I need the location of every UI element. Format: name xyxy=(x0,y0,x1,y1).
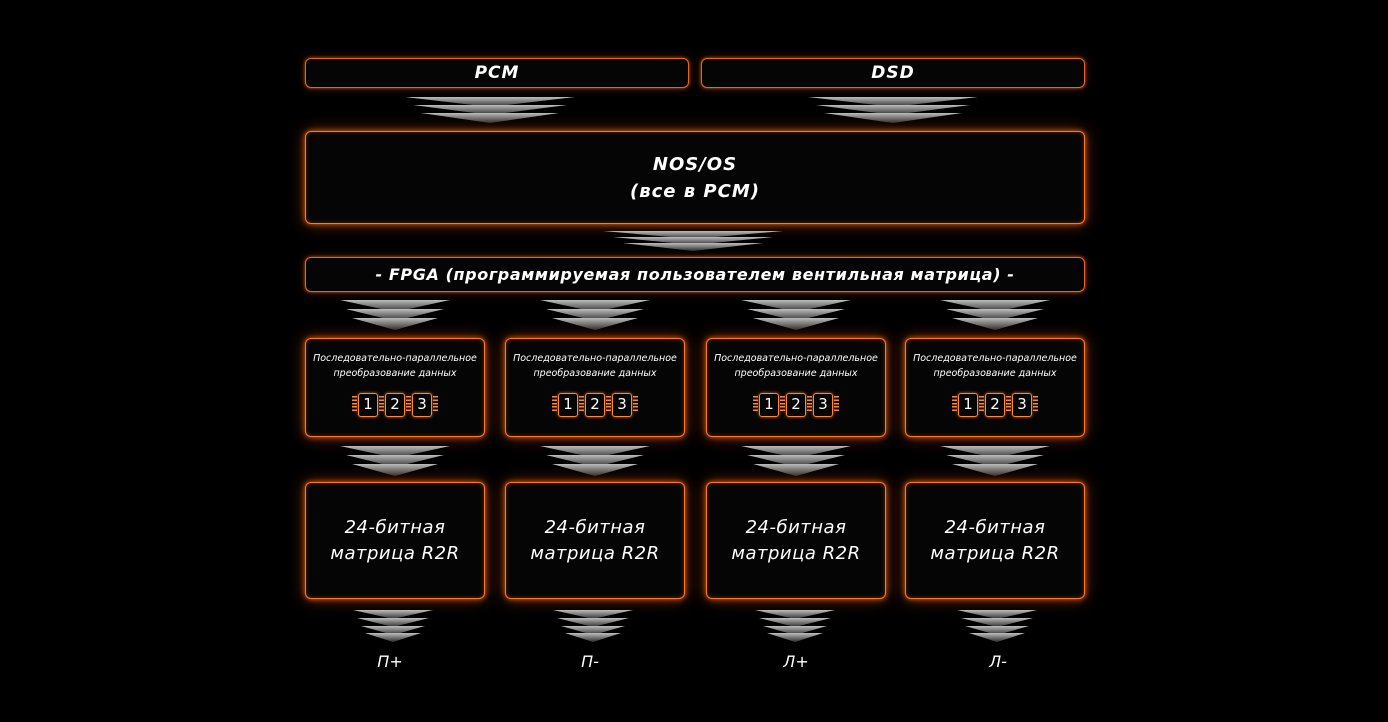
converter-description: Последовательно-параллельное преобразова… xyxy=(906,351,1084,381)
chip-icon: 2 xyxy=(379,393,411,417)
r2r-box-3: 24-битная матрица R2R xyxy=(706,482,886,599)
output-flow-arrow-4 xyxy=(957,610,1037,642)
pcm-input-box: PCM xyxy=(305,58,689,88)
output-flow-arrow-3 xyxy=(755,610,835,642)
converter-flow-arrow-1 xyxy=(340,446,450,476)
converter-line1: Последовательно-параллельное xyxy=(913,353,1077,364)
chip-icon: 1 xyxy=(753,393,785,417)
nos-os-title: NOS/OS xyxy=(652,153,738,175)
output-label-right-minus: П- xyxy=(581,652,599,671)
nos-os-box: NOS/OS (все в PCM) xyxy=(305,131,1085,224)
converter-flow-arrow-4 xyxy=(940,446,1050,476)
fpga-flow-arrow-3 xyxy=(741,300,851,330)
converter-flow-arrow-2 xyxy=(540,446,650,476)
fpga-flow-arrow-2 xyxy=(540,300,650,330)
r2r-box-4: 24-битная матрица R2R xyxy=(905,482,1085,599)
nos-os-subtitle: (все в PCM) xyxy=(630,180,760,202)
converter-description: Последовательно-параллельное преобразова… xyxy=(306,351,484,381)
output-label-left-plus: Л+ xyxy=(783,652,809,671)
dsd-label: DSD xyxy=(871,63,915,83)
output-label-left-minus: Л- xyxy=(989,652,1007,671)
r2r-line1: 24-битная xyxy=(944,516,1046,538)
chip-group: 1 2 3 xyxy=(306,393,484,417)
converter-flow-arrow-3 xyxy=(741,446,851,476)
converter-line2: преобразование данных xyxy=(734,368,858,379)
fpga-label: - FPGA (программируемая пользователем ве… xyxy=(375,265,1015,284)
chip-icon: 2 xyxy=(979,393,1011,417)
chip-group: 1 2 3 xyxy=(506,393,684,417)
converter-box-3: Последовательно-параллельное преобразова… xyxy=(706,338,886,437)
r2r-box-1: 24-битная матрица R2R xyxy=(305,482,485,599)
chip-icon: 3 xyxy=(1006,393,1038,417)
chip-group: 1 2 3 xyxy=(707,393,885,417)
converter-box-2: Последовательно-параллельное преобразова… xyxy=(505,338,685,437)
output-label-right-plus: П+ xyxy=(377,652,403,671)
chip-icon: 3 xyxy=(606,393,638,417)
chip-icon: 2 xyxy=(780,393,812,417)
chip-icon: 2 xyxy=(579,393,611,417)
converter-line1: Последовательно-параллельное xyxy=(313,353,477,364)
dsd-flow-arrow xyxy=(808,97,978,123)
converter-description: Последовательно-параллельное преобразова… xyxy=(707,351,885,381)
output-flow-arrow-1 xyxy=(353,610,433,642)
converter-line1: Последовательно-параллельное xyxy=(513,353,677,364)
converter-line2: преобразование данных xyxy=(933,368,1057,379)
chip-icon: 1 xyxy=(552,393,584,417)
chip-icon: 3 xyxy=(807,393,839,417)
converter-description: Последовательно-параллельное преобразова… xyxy=(506,351,684,381)
pcm-flow-arrow xyxy=(405,97,575,123)
pcm-label: PCM xyxy=(474,63,520,83)
r2r-line1: 24-битная xyxy=(745,516,847,538)
converter-line1: Последовательно-параллельное xyxy=(714,353,878,364)
chip-icon: 1 xyxy=(952,393,984,417)
dsd-input-box: DSD xyxy=(701,58,1085,88)
fpga-box: - FPGA (программируемая пользователем ве… xyxy=(305,257,1085,292)
converter-box-4: Последовательно-параллельное преобразова… xyxy=(905,338,1085,437)
chip-icon: 3 xyxy=(406,393,438,417)
r2r-line2: матрица R2R xyxy=(330,542,460,564)
r2r-line2: матрица R2R xyxy=(731,542,861,564)
nos-flow-arrow xyxy=(603,231,783,251)
r2r-box-2: 24-битная матрица R2R xyxy=(505,482,685,599)
converter-line2: преобразование данных xyxy=(533,368,657,379)
chip-icon: 1 xyxy=(352,393,384,417)
r2r-line1: 24-битная xyxy=(344,516,446,538)
converter-line2: преобразование данных xyxy=(333,368,457,379)
fpga-flow-arrow-4 xyxy=(940,300,1050,330)
converter-box-1: Последовательно-параллельное преобразова… xyxy=(305,338,485,437)
output-flow-arrow-2 xyxy=(553,610,633,642)
r2r-line1: 24-битная xyxy=(544,516,646,538)
fpga-flow-arrow-1 xyxy=(340,300,450,330)
chip-group: 1 2 3 xyxy=(906,393,1084,417)
r2r-line2: матрица R2R xyxy=(930,542,1060,564)
r2r-line2: матрица R2R xyxy=(530,542,660,564)
